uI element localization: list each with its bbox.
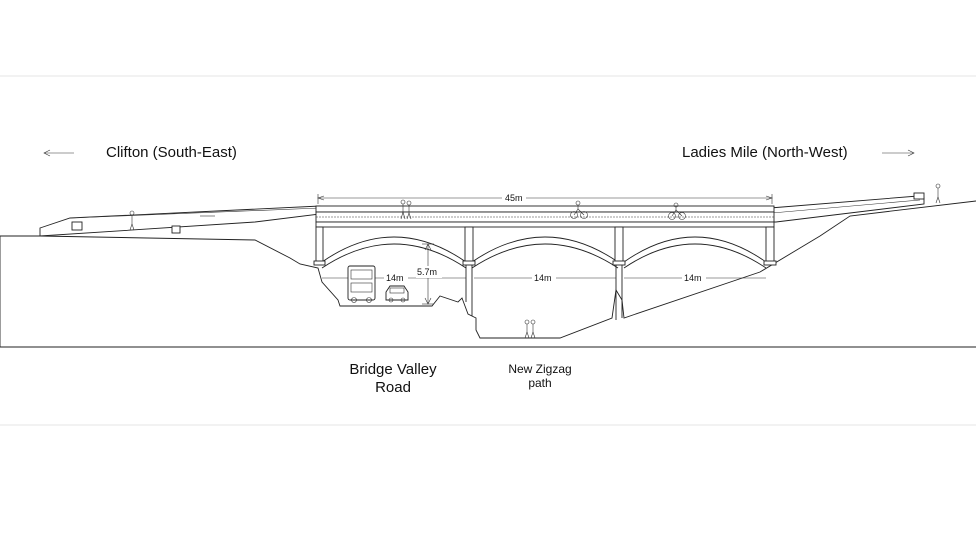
left-approach-deck — [39, 205, 321, 237]
bridge-arches — [321, 236, 767, 269]
right-direction-label: Ladies Mile (North-West) — [682, 144, 848, 161]
pedestrian-group-icon — [400, 199, 412, 220]
pedestrian-group-icon — [524, 319, 536, 339]
middle-arch-span-label: 14m — [534, 273, 552, 283]
total-span-label: 45m — [505, 193, 523, 203]
left-direction-label: Clifton (South-East) — [106, 144, 237, 161]
road-label-line2: Road — [375, 379, 411, 396]
left-arch-span-label: 14m — [386, 273, 404, 283]
right-arch-span-label: 14m — [684, 273, 702, 283]
pedestrian-icons — [129, 183, 941, 339]
car-icon — [385, 285, 409, 303]
arch-span-dimensions: 14m 14m 14m — [322, 272, 766, 284]
pedestrian-icon — [129, 210, 135, 231]
bridge-piers — [313, 226, 777, 320]
clearance-dimension: 5.7m — [416, 243, 442, 305]
path-label-line1: New Zigzag — [508, 362, 571, 376]
cyclist-icon — [668, 202, 686, 220]
ground-profile — [0, 200, 976, 348]
left-arrow-icon — [43, 149, 74, 157]
bridge-deck — [315, 205, 775, 228]
total-span-dimension: 45m — [317, 191, 773, 204]
clearance-label: 5.7m — [417, 267, 437, 277]
cyclist-icon — [570, 200, 588, 219]
right-approach-deck — [769, 192, 925, 223]
road-label-line1: Bridge Valley — [349, 361, 437, 378]
right-arrow-icon — [882, 149, 915, 157]
path-label-line2: path — [528, 376, 551, 390]
bus-icon — [347, 265, 376, 303]
pedestrian-icon — [935, 183, 941, 204]
